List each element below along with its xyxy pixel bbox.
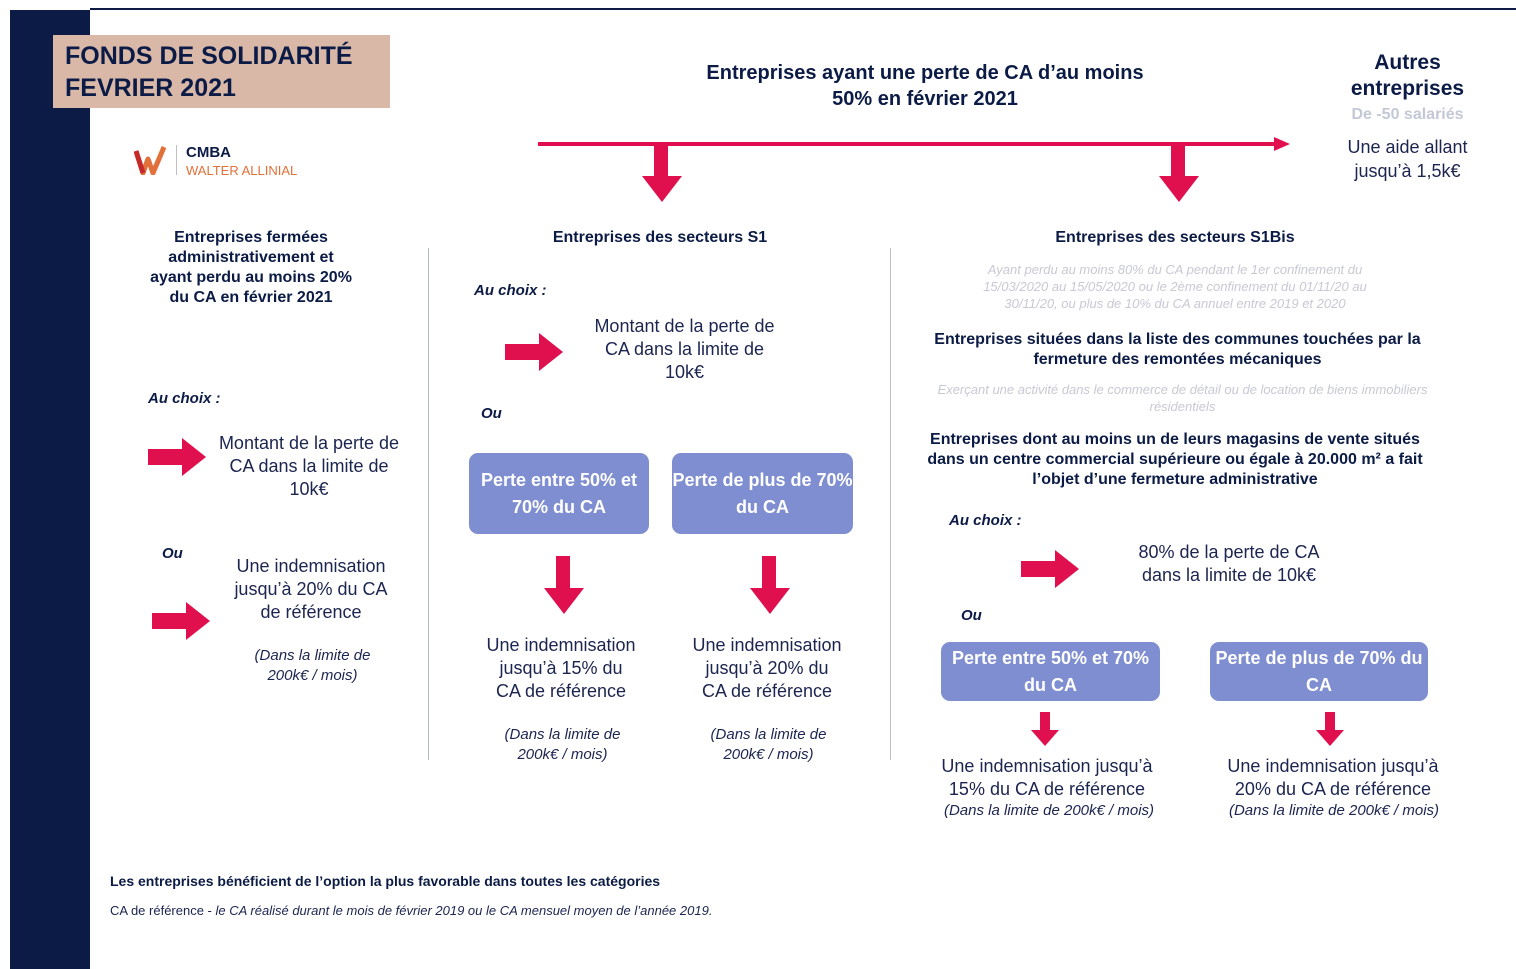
down-arrow-s1-icon xyxy=(642,144,682,202)
down-arrow-s1bis-icon xyxy=(1159,144,1199,202)
col2-box1-label: Perte entre 50% et 70% du CA xyxy=(480,469,638,517)
col2-right-arrow-icon xyxy=(505,333,563,371)
col2-box-70plus: Perte de plus de 70% du CA xyxy=(672,453,853,534)
footer-line1: Les entreprises bénéficient de l’option … xyxy=(110,873,661,889)
col2-opt1: Montant de la perte de CA dans la limite… xyxy=(594,316,775,382)
col3-box1-label: Perte entre 50% et 70% du CA xyxy=(951,647,1150,695)
col1-right-arrow-1-icon xyxy=(148,438,206,476)
col1-choix: Au choix : xyxy=(148,390,221,407)
title-box xyxy=(53,35,390,108)
col3-down-arrow-2-icon xyxy=(1316,712,1344,746)
title-line2: FEVRIER 2021 xyxy=(65,74,236,102)
col2-res1: Une indemnisation jusqu’à 15% du CA de r… xyxy=(486,635,636,701)
col1-right-arrow-2-icon xyxy=(152,602,210,640)
col2-res2: Une indemnisation jusqu’à 20% du CA de r… xyxy=(692,635,842,701)
col1-opt1: Montant de la perte de CA dans la limite… xyxy=(218,433,400,499)
col2-down-arrow-1-icon xyxy=(544,556,584,614)
main-header: Entreprises ayant une perte de CA d’au m… xyxy=(706,62,1144,110)
footer-definition: le CA réalisé durant le mois de février … xyxy=(215,903,713,918)
col3-note1: Ayant perdu au moins 80% du CA pendant l… xyxy=(983,262,1367,311)
col2-choix: Au choix : xyxy=(474,282,547,299)
title-line1: FONDS DE SOLIDARITÉ xyxy=(65,42,353,70)
col3-h2: Entreprises situées dans la liste des co… xyxy=(934,331,1421,368)
autres-aide: Une aide allant jusqu’à 1,5k€ xyxy=(1347,137,1468,181)
divider-1 xyxy=(428,248,429,760)
top-rule xyxy=(90,8,1516,10)
col1-header: Entreprises fermées administrativement e… xyxy=(150,229,352,306)
col3-choix: Au choix : xyxy=(949,512,1022,529)
col3-res1-note: (Dans la limite de 200k€ / mois) xyxy=(943,802,1155,819)
page-title: FONDS DE SOLIDARITÉ FEVRIER 2021 xyxy=(65,40,353,104)
footer-line2: CA de référence - le CA réalisé durant l… xyxy=(110,903,712,918)
logo-separator xyxy=(176,145,177,175)
col3-box2-label: Perte de plus de 70% du CA xyxy=(1215,647,1423,695)
logo-name: CMBA xyxy=(186,144,231,161)
left-navy-bar xyxy=(10,10,90,969)
autres-subtitle: De -50 salariés xyxy=(1351,106,1464,123)
col3-right-arrow-icon xyxy=(1021,550,1079,588)
col2-res1-note: (Dans la limite de 200k€ / mois) xyxy=(504,726,621,763)
col3-opt1: 80% de la perte de CA dans la limite de … xyxy=(1138,542,1320,585)
col3-ou: Ou xyxy=(961,607,982,624)
autres-title: Autres entreprises xyxy=(1350,51,1465,100)
col3-down-arrow-1-icon xyxy=(1031,712,1059,746)
cmba-logo-icon xyxy=(134,146,166,175)
col3-res1: Une indemnisation jusqu’à 15% du CA de r… xyxy=(941,756,1153,799)
col3-box-70plus: Perte de plus de 70% du CA xyxy=(1210,642,1428,701)
col3-box-50-70: Perte entre 50% et 70% du CA xyxy=(941,642,1160,701)
col2-down-arrow-2-icon xyxy=(750,556,790,614)
col3-header: Entreprises des secteurs S1Bis xyxy=(1055,229,1295,246)
logo-subtitle: WALTER ALLINIAL xyxy=(186,163,298,178)
col2-box2-label: Perte de plus de 70% du CA xyxy=(672,469,853,517)
col3-res2-note: (Dans la limite de 200k€ / mois) xyxy=(1228,802,1440,819)
col2-ou: Ou xyxy=(481,405,502,422)
col1-opt2-note: (Dans la limite de 200k€ / mois) xyxy=(254,647,371,684)
col2-header: Entreprises des secteurs S1 xyxy=(552,229,768,246)
divider-2 xyxy=(890,248,891,760)
col1-opt2: Une indemnisation jusqu’à 20% du CA de r… xyxy=(234,556,388,622)
col1-ou: Ou xyxy=(162,545,183,562)
col3-res2: Une indemnisation jusqu’à 20% du CA de r… xyxy=(1227,756,1439,799)
col3-note2: Exerçant une activité dans le commerce d… xyxy=(937,382,1428,414)
footer-label: CA de référence - xyxy=(110,903,216,918)
col2-res2-note: (Dans la limite de 200k€ / mois) xyxy=(710,726,827,763)
col2-box-50-70: Perte entre 50% et 70% du CA xyxy=(469,453,649,534)
col3-h3: Entreprises dont au moins un de leurs ma… xyxy=(927,431,1423,488)
